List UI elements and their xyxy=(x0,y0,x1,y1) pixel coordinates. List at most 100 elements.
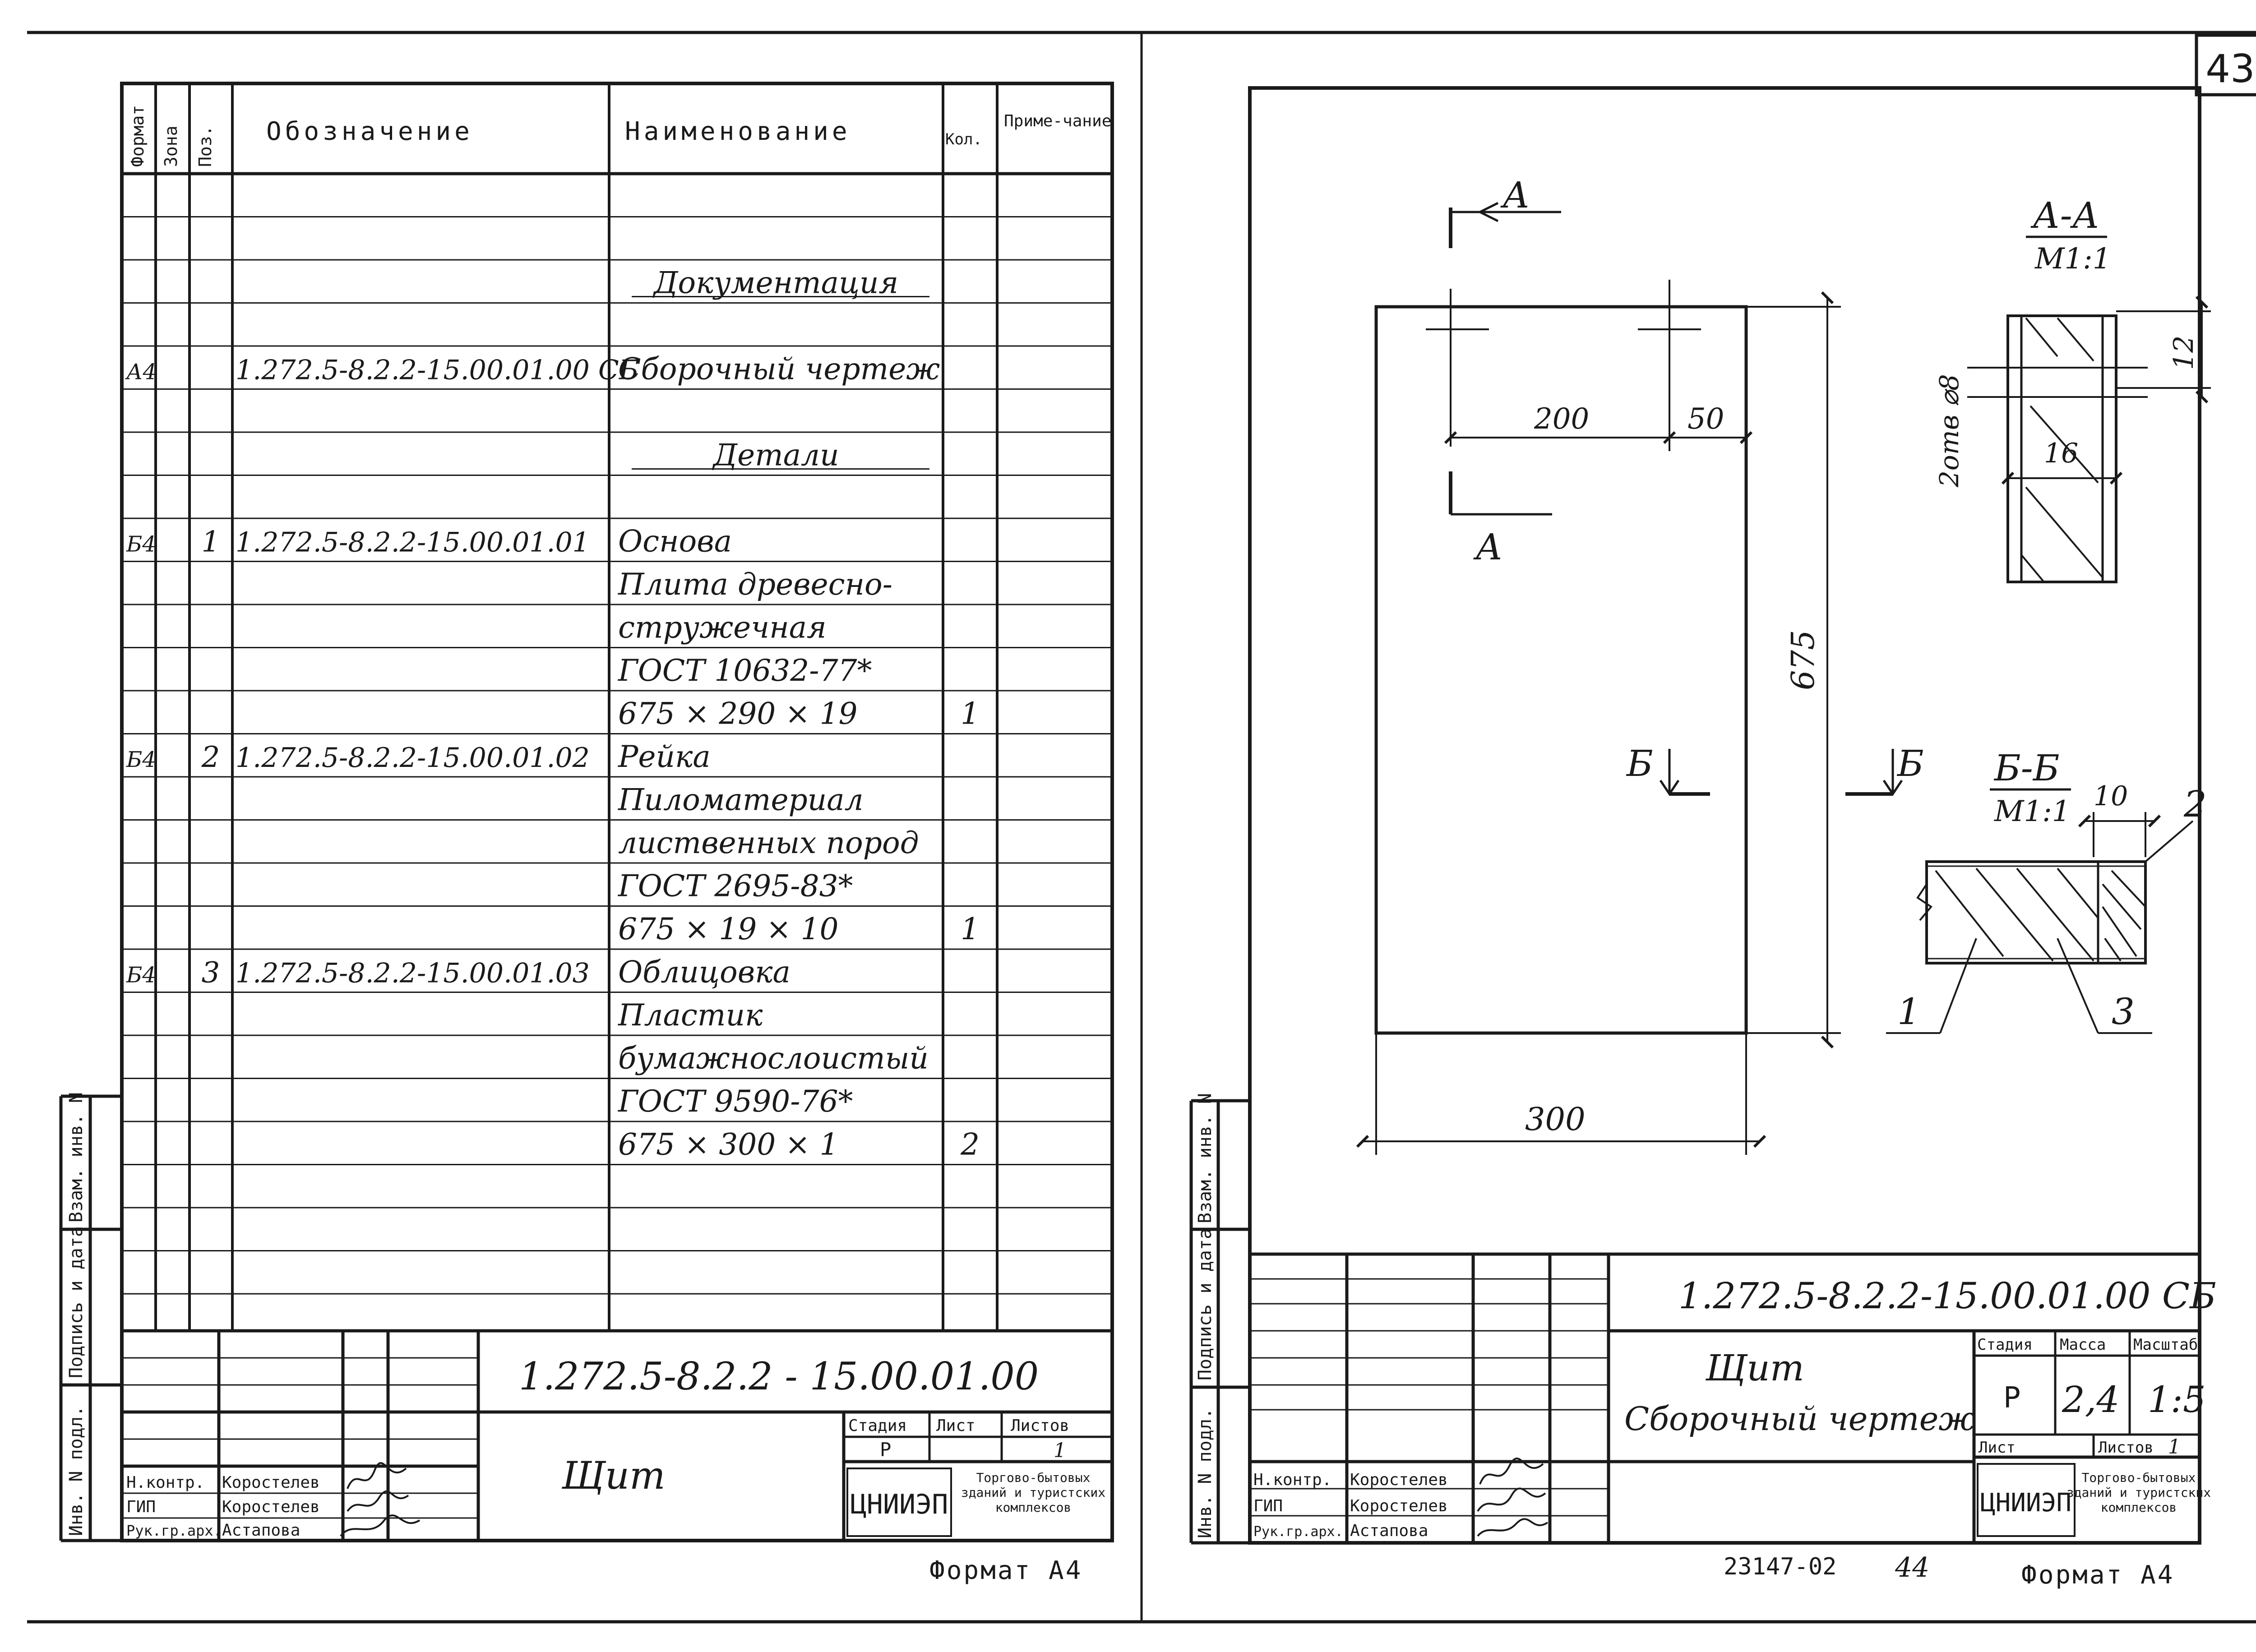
right-stage-label: Стадия xyxy=(1977,1336,2033,1354)
section-bb-view: Б-Б М1:1 10 2 1 3 xyxy=(1886,747,2207,1034)
right-org-logo: ЦНИИЭП xyxy=(1977,1463,2076,1537)
dim-200: 200 xyxy=(1534,402,1589,436)
aa-dim-12: 12 xyxy=(2168,336,2200,370)
right-mass-value: 2,4 xyxy=(2062,1379,2119,1421)
left-stage-value: Р xyxy=(880,1439,891,1461)
spec-row-position: 3 xyxy=(202,956,220,990)
left-sheet: Инв. N подл. Подпись и дата Взам. инв. N… xyxy=(59,82,1114,1585)
right-title-line2: Сборочный чертеж xyxy=(1624,1400,1975,1438)
left-signature-2 xyxy=(347,1490,409,1512)
header-note: Приме-чание xyxy=(1004,112,1111,130)
spec-section-heading: Документация xyxy=(652,266,899,300)
sheet-trim-lines xyxy=(27,31,2256,1624)
left-role-rukgr: Рук.гр.арх. xyxy=(126,1522,222,1539)
section-a-top-label: А xyxy=(1500,174,1530,216)
spec-row-name: Пластик xyxy=(618,998,763,1033)
spec-row-name: стружечная xyxy=(618,610,827,645)
left-name-2: Коростелев xyxy=(222,1498,320,1516)
spec-row-format: А4 xyxy=(125,360,157,385)
left-name-1: Коростелев xyxy=(222,1473,320,1492)
header-quantity: Кол. xyxy=(945,130,982,148)
left-org-name-1: Торгово-бытовых xyxy=(976,1470,1091,1485)
sheet-number: 43 xyxy=(2205,46,2255,92)
spec-row-name: Облицовка xyxy=(618,955,791,990)
spec-row-designation: 1.272.5-8.2.2-15.00.01.02 xyxy=(236,742,590,774)
spec-headers: Формат Зона Поз. Обозначение Наименовани… xyxy=(128,105,1111,167)
bb-callout-3: 3 xyxy=(2112,991,2135,1033)
bb-dim-10: 10 xyxy=(2094,780,2128,812)
spec-row-designation: 1.272.5-8.2.2-15.00.01.03 xyxy=(236,958,590,989)
right-signature-2 xyxy=(1477,1487,1546,1512)
spec-row-name: Пиломатериал xyxy=(618,783,864,817)
spec-row-quantity: 1 xyxy=(961,697,980,731)
dim-675: 675 xyxy=(1784,630,1821,690)
left-name-3: Астапова xyxy=(222,1521,300,1540)
shield-plan-view: А А 200 50 675 300 Б Б xyxy=(1356,174,1924,1155)
right-org-name-1: Торгово-бытовых xyxy=(2082,1470,2196,1485)
spec-row-name: Рейка xyxy=(618,739,711,774)
left-org-name-2: зданий и туристских xyxy=(961,1485,1105,1500)
side-label-replace: Взам. инв. N xyxy=(66,1092,87,1223)
spec-row-designation: 1.272.5-8.2.2-15.00.01.01 xyxy=(236,527,590,558)
left-sheets-value: 1 xyxy=(1054,1439,1066,1462)
spec-row-name: Плита древесно- xyxy=(618,567,892,602)
right-name-3: Астапова xyxy=(1350,1522,1428,1540)
dim-300: 300 xyxy=(1525,1101,1586,1138)
spec-row-name: бумажнослоистый xyxy=(618,1041,929,1076)
bb-scale: М1:1 xyxy=(1994,795,2071,828)
section-aa-view: А-А М1:1 12 16 2отв ⌀8 xyxy=(1934,194,2211,583)
right-side-label-inv: Инв. N подл. xyxy=(1195,1408,1216,1538)
header-name: Наименование xyxy=(625,117,851,146)
header-designation: Обозначение xyxy=(266,117,473,146)
spec-row-designation: 1.272.5-8.2.2-15.00.01.00 СБ xyxy=(236,355,639,386)
bb-callout-2: 2 xyxy=(2183,783,2207,825)
spec-row-name: Основа xyxy=(618,524,732,559)
aa-title: А-А xyxy=(2030,194,2099,236)
right-side-label-sign: Подпись и дата xyxy=(1195,1228,1216,1380)
right-sheets-label: Листов xyxy=(2098,1439,2154,1457)
left-sheet-label: Лист xyxy=(936,1417,975,1435)
spec-row-name: 675 × 19 × 10 xyxy=(618,912,838,946)
sheet-number-box xyxy=(2195,33,2256,97)
right-bottom-code: 23147-02 xyxy=(1724,1553,1836,1580)
spec-row-name: лиственных пород xyxy=(618,826,919,860)
right-title-block: 1.272.5-8.2.2-15.00.01.00 СБ Щит Сборочн… xyxy=(1250,1252,2216,1543)
svg-text:ЦНИИЭП: ЦНИИЭП xyxy=(851,1489,948,1520)
spec-row-name: 675 × 300 × 1 xyxy=(618,1127,838,1162)
right-role-gip: ГИП xyxy=(1253,1497,1283,1515)
spec-row-format: Б4 xyxy=(126,747,156,772)
right-scale-label: Масштаб xyxy=(2133,1336,2198,1354)
right-side-stamp: Инв. N подл. Подпись и дата Взам. инв. N xyxy=(1189,1093,1250,1545)
left-signature-3 xyxy=(340,1514,421,1537)
spec-row-name: 675 × 290 × 19 xyxy=(618,697,857,731)
spec-row-quantity: 1 xyxy=(961,912,980,946)
spec-row-name: Сборочный чертеж xyxy=(618,352,940,387)
spec-row-name: ГОСТ 9590-76* xyxy=(617,1084,853,1119)
bb-title: Б-Б xyxy=(1993,747,2060,789)
section-b-left-label: Б xyxy=(1626,743,1653,784)
header-position: Поз. xyxy=(195,125,215,167)
left-role-gip: ГИП xyxy=(126,1498,156,1516)
spec-row-position: 1 xyxy=(202,526,220,559)
spec-row-format: Б4 xyxy=(126,532,156,557)
right-name-2: Коростелев xyxy=(1350,1497,1448,1515)
aa-holes-note: 2отв ⌀8 xyxy=(1934,374,1965,488)
side-label-inv: Инв. N подл. xyxy=(66,1406,87,1536)
left-format-label: Формат А4 xyxy=(929,1556,1082,1585)
bb-callout-1: 1 xyxy=(1897,991,1920,1033)
right-scale-value: 1:5 xyxy=(2148,1379,2206,1421)
aa-dim-16: 16 xyxy=(2044,438,2078,469)
right-org-name-2: зданий и туристских xyxy=(2066,1485,2211,1500)
spec-row-name: ГОСТ 2695-83* xyxy=(617,869,853,904)
right-role-rukgr: Рук.гр.арх. xyxy=(1253,1524,1343,1540)
header-zone: Зона xyxy=(161,125,181,167)
left-org-name-3: комплексов xyxy=(995,1500,1072,1515)
right-doc-code: 1.272.5-8.2.2-15.00.01.00 СБ xyxy=(1678,1275,2216,1317)
right-stage-value: Р xyxy=(2003,1381,2021,1415)
right-title-line1: Щит xyxy=(1705,1347,1804,1389)
shield-outline xyxy=(1374,305,1748,1035)
spec-section-heading: Детали xyxy=(712,438,839,473)
right-frame xyxy=(1248,86,2201,1545)
